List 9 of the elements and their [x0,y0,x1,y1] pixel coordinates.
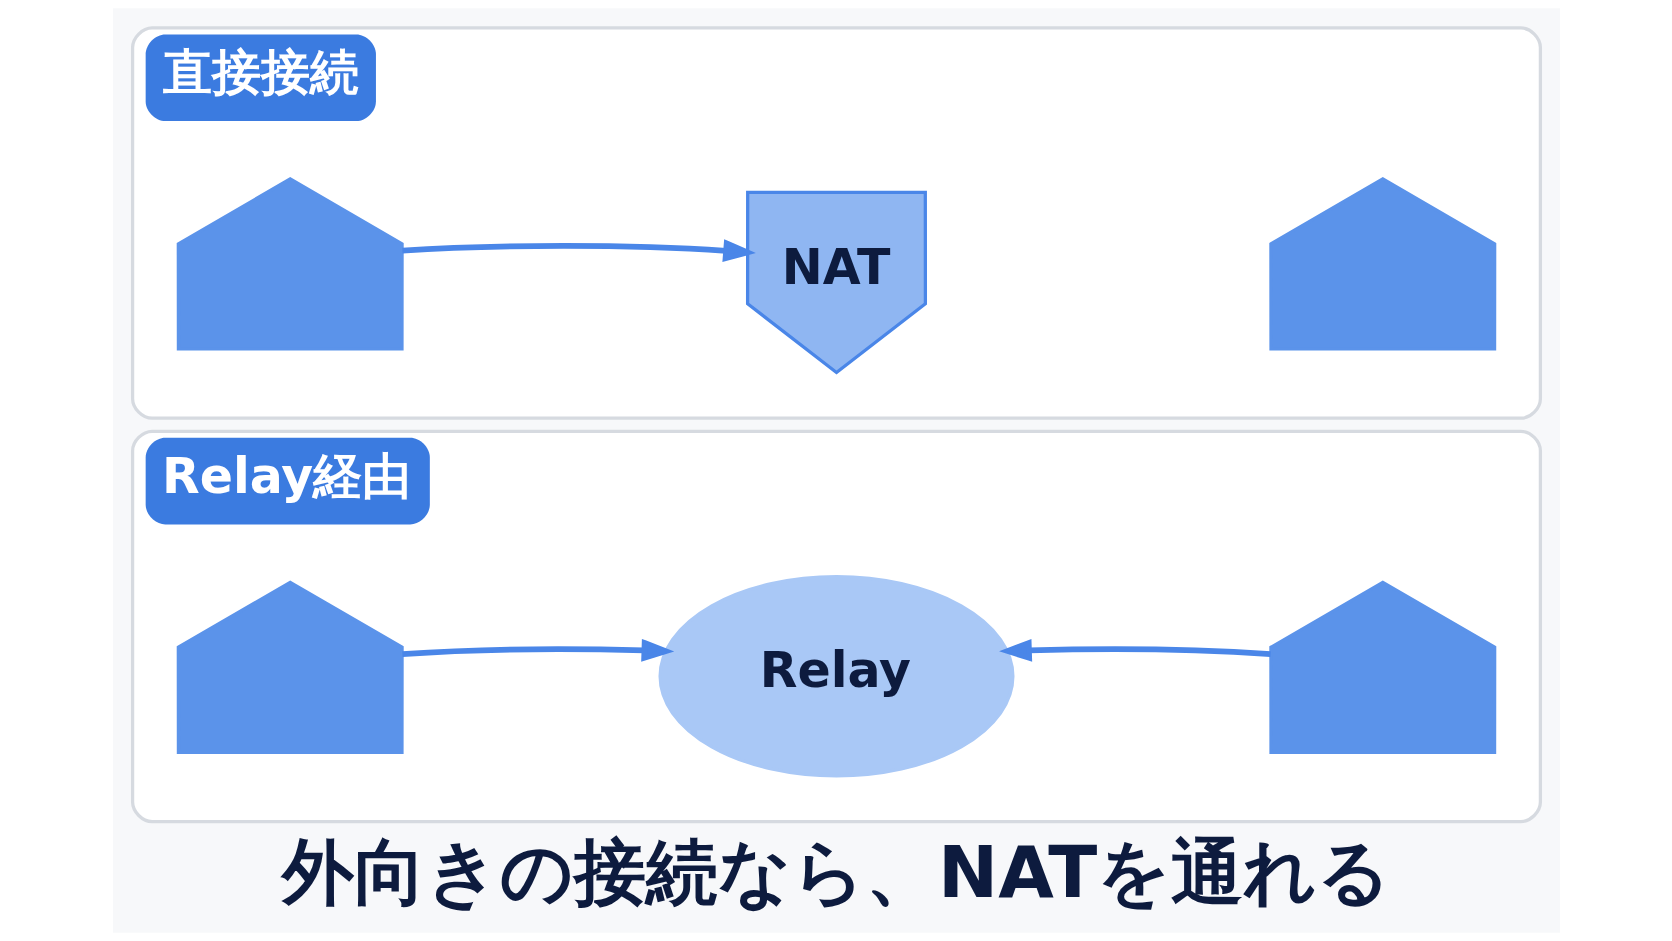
node-house [176,177,404,351]
node-ellipse: Relay [658,575,1014,778]
arrow [401,239,756,262]
arrow [401,638,674,662]
arrow [998,638,1271,662]
node-house [1268,580,1496,754]
node-house [176,580,404,754]
node-house [1268,177,1496,351]
caption: 外向きの接続なら、NATを通れる [281,830,1391,915]
